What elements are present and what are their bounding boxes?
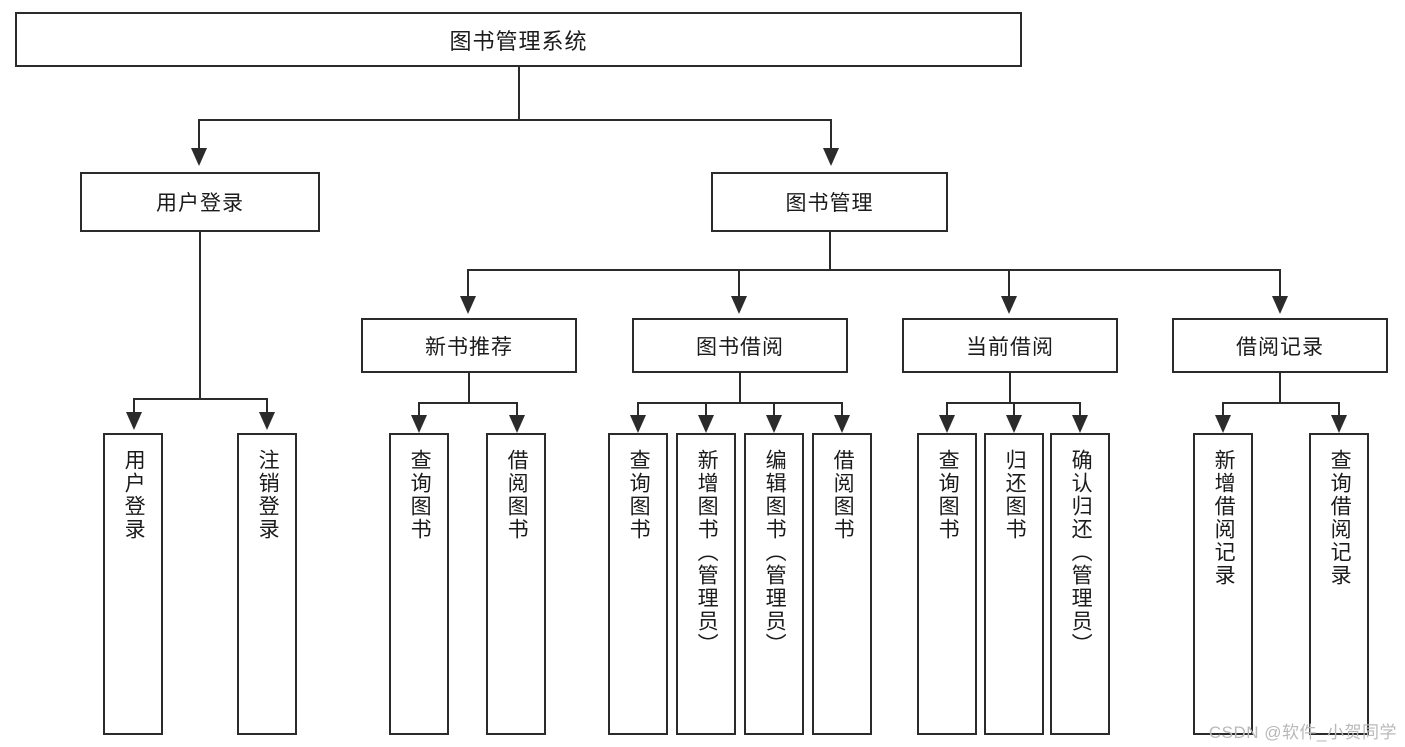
arrow-book-borrow-leaf-3	[766, 415, 782, 433]
leaf-label: 查询图书	[627, 449, 651, 541]
node-label: 图书管理	[785, 192, 874, 215]
arrow-borrow-record-leaf-2	[1331, 415, 1347, 433]
node-book-borrow[interactable]: 图书借阅	[632, 318, 848, 373]
leaf-user-login-login[interactable]: 用户登录	[103, 433, 163, 735]
edge-book-manage-drop-4	[1279, 269, 1281, 299]
arrow-book-borrow-leaf-1	[630, 415, 646, 433]
edge-root-bus	[198, 119, 832, 121]
edge-book-borrow-bus	[637, 402, 842, 404]
arrow-book-manage-to-borrow-record	[1272, 296, 1288, 314]
edge-user-login-bus	[133, 398, 266, 400]
arrow-current-borrow-leaf-3	[1072, 415, 1088, 433]
node-new-book-recommend[interactable]: 新书推荐	[361, 318, 577, 373]
edge-book-borrow-drop-3	[773, 402, 775, 418]
node-label: 新书推荐	[425, 335, 513, 359]
csdn-watermark: CSDN @软件_小贺同学	[1208, 723, 1397, 742]
node-label: 用户登录	[156, 192, 244, 215]
node-label: 图书借阅	[696, 335, 784, 359]
edge-new-book-bus	[418, 402, 518, 404]
leaf-book-borrow-edit[interactable]: 编辑图书（管理员）	[744, 433, 804, 735]
leaf-book-borrow-borrow[interactable]: 借阅图书	[812, 433, 872, 735]
leaf-label: 查询借阅记录	[1328, 449, 1352, 587]
edge-borrow-record-drop-1	[1222, 402, 1224, 418]
arrow-root-to-user-login	[191, 148, 207, 166]
edge-book-manage-drop-3	[1008, 269, 1010, 299]
leaf-label: 注销登录	[256, 449, 280, 541]
edge-current-borrow-drop-3	[1079, 402, 1081, 418]
node-label: 图书管理系统	[449, 28, 588, 54]
node-user-login[interactable]: 用户登录	[80, 172, 320, 232]
leaf-label: 查询图书	[408, 449, 432, 541]
leaf-label: 借阅图书	[505, 449, 529, 541]
edge-root-to-user-login	[198, 119, 200, 151]
edge-user-login-drop-2	[266, 398, 268, 416]
edge-new-book-stem	[468, 373, 470, 403]
arrow-new-book-leaf-2	[509, 415, 525, 433]
node-label: 借阅记录	[1236, 335, 1324, 359]
node-label: 当前借阅	[966, 335, 1054, 359]
edge-current-borrow-stem	[1009, 373, 1011, 403]
leaf-label: 新增图书（管理员）	[695, 449, 719, 656]
leaf-label: 归还图书	[1003, 449, 1027, 541]
leaf-label: 新增借阅记录	[1212, 449, 1236, 587]
arrow-book-borrow-leaf-2	[698, 415, 714, 433]
leaf-book-borrow-query[interactable]: 查询图书	[608, 433, 668, 735]
edge-book-borrow-drop-2	[705, 402, 707, 418]
node-current-borrow[interactable]: 当前借阅	[902, 318, 1118, 373]
leaf-label: 编辑图书（管理员）	[763, 449, 787, 656]
arrow-book-manage-to-new-book	[460, 296, 476, 314]
node-borrow-record[interactable]: 借阅记录	[1172, 318, 1388, 373]
edge-current-borrow-drop-1	[946, 402, 948, 418]
edge-book-manage-bus	[467, 269, 1280, 271]
edge-user-login-stem	[199, 232, 201, 400]
node-book-management[interactable]: 图书管理	[711, 172, 948, 232]
edge-book-borrow-drop-4	[841, 402, 843, 418]
edge-book-borrow-stem	[739, 373, 741, 403]
edge-new-book-drop-1	[418, 402, 420, 418]
leaf-label: 借阅图书	[831, 449, 855, 541]
edge-book-manage-stem	[829, 232, 831, 270]
leaf-new-book-query[interactable]: 查询图书	[389, 433, 449, 735]
arrow-user-login-leaf-2	[259, 412, 275, 430]
leaf-label: 用户登录	[122, 449, 146, 541]
arrow-root-to-book-manage	[823, 148, 839, 166]
edge-borrow-record-stem	[1279, 373, 1281, 403]
edge-new-book-drop-2	[516, 402, 518, 418]
arrow-borrow-record-leaf-1	[1215, 415, 1231, 433]
edge-current-borrow-drop-2	[1013, 402, 1015, 418]
edge-root-to-book-manage	[830, 119, 832, 151]
edge-book-manage-drop-2	[738, 269, 740, 299]
edge-book-borrow-drop-1	[637, 402, 639, 418]
edge-book-manage-drop-1	[467, 269, 469, 299]
arrow-new-book-leaf-1	[411, 415, 427, 433]
arrow-book-manage-to-current-borrow	[1001, 296, 1017, 314]
leaf-current-borrow-return[interactable]: 归还图书	[984, 433, 1044, 735]
leaf-current-borrow-confirm[interactable]: 确认归还（管理员）	[1050, 433, 1110, 735]
node-root-system[interactable]: 图书管理系统	[15, 12, 1022, 67]
leaf-label: 确认归还（管理员）	[1069, 449, 1093, 656]
arrow-book-borrow-leaf-4	[834, 415, 850, 433]
leaf-current-borrow-query[interactable]: 查询图书	[917, 433, 977, 735]
arrow-current-borrow-leaf-1	[939, 415, 955, 433]
edge-borrow-record-drop-2	[1338, 402, 1340, 418]
arrow-user-login-leaf-1	[126, 412, 142, 430]
edge-root-stem	[518, 67, 520, 119]
arrow-book-manage-to-book-borrow	[731, 296, 747, 314]
leaf-borrow-record-add[interactable]: 新增借阅记录	[1193, 433, 1253, 735]
leaf-new-book-borrow[interactable]: 借阅图书	[486, 433, 546, 735]
edge-borrow-record-bus	[1222, 402, 1338, 404]
edge-user-login-drop-1	[133, 398, 135, 416]
leaf-book-borrow-add[interactable]: 新增图书（管理员）	[676, 433, 736, 735]
leaf-label: 查询图书	[936, 449, 960, 541]
arrow-current-borrow-leaf-2	[1006, 415, 1022, 433]
leaf-borrow-record-query[interactable]: 查询借阅记录	[1309, 433, 1369, 735]
leaf-user-login-logout[interactable]: 注销登录	[237, 433, 297, 735]
